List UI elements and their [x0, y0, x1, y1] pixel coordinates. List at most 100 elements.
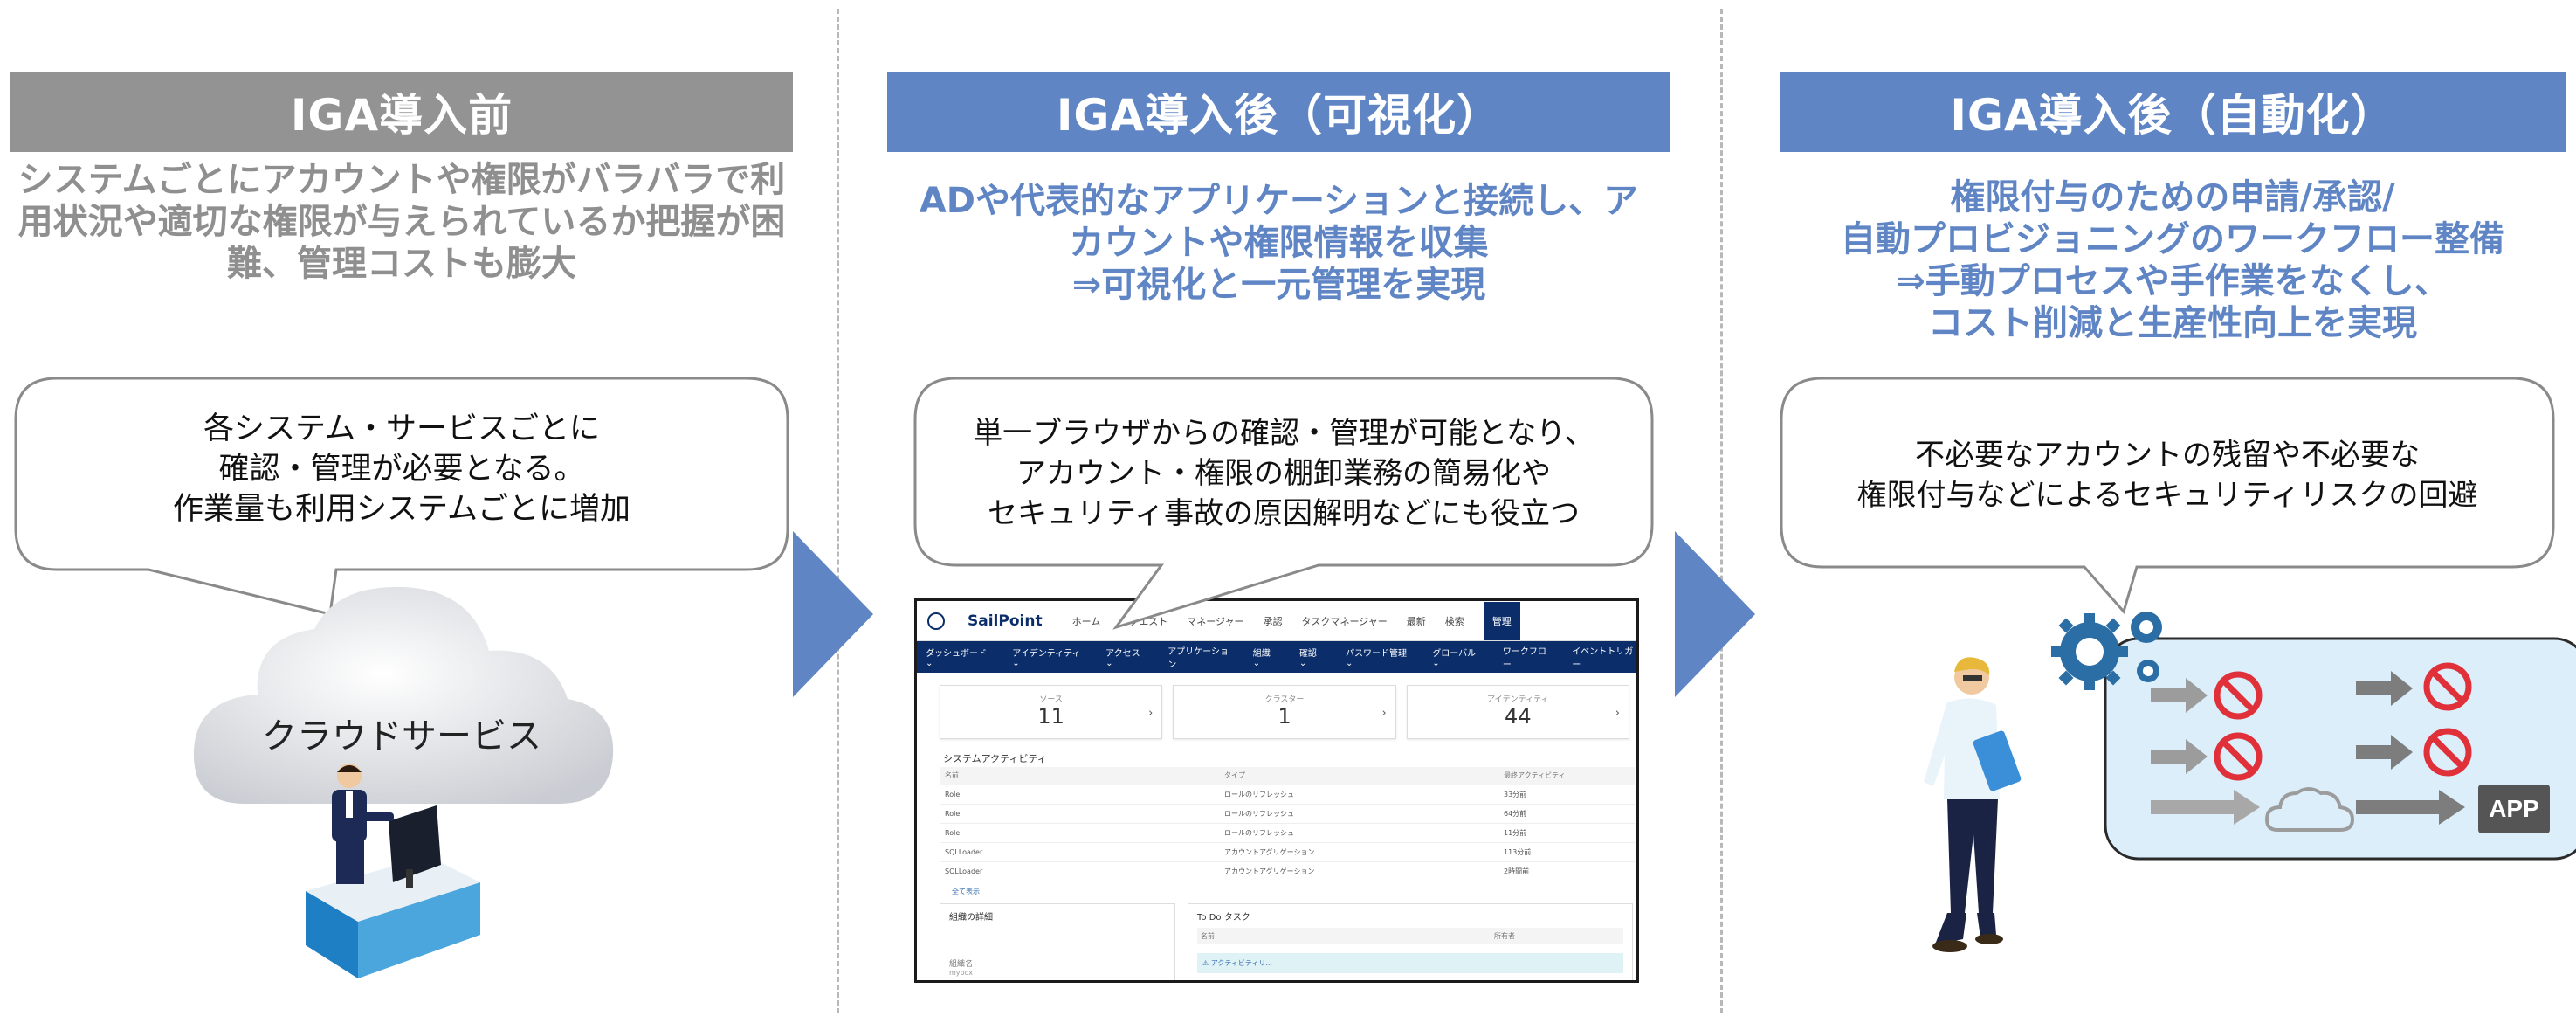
col2-description: ADや代表的なアプリケーションと接続し、ア カウントや権限情報を収集 ⇒可視化と… — [887, 180, 1670, 306]
col2-speech-bubble: 単一ブラウザからの確認・管理が可能となり、 アカウント・権限の棚卸業務の簡易化や… — [913, 376, 1655, 633]
table-cell: SQLLoader — [940, 842, 1219, 861]
todo-tasks-panel: To Do タスク 名前 所有者 ⚠ アクティビティリ... — [1188, 903, 1633, 984]
col1-bubble-line: 各システム・サービスごとに — [13, 409, 790, 449]
col3-desc-line: コスト削減と生産性向上を実現 — [1780, 302, 2566, 344]
show-all-link[interactable]: 全て表示 — [917, 881, 1636, 896]
table-row[interactable]: Role ロールのリフレッシュ 64分前 — [940, 804, 1635, 823]
col1-header: IGA導入前 — [10, 72, 793, 152]
table-cell: ロールのリフレッシュ — [1219, 785, 1498, 804]
table-cell: 113分前 — [1498, 842, 1635, 861]
col3-desc-line: 自動プロビジョニングのワークフロー整備 — [1780, 218, 2566, 260]
table-header-cell: タイプ — [1219, 767, 1498, 785]
todo-row[interactable]: ⚠ アクティビティリ... — [1197, 953, 1623, 973]
man-with-tablet-illustration — [1902, 651, 2050, 983]
stat-card-value: 11 — [940, 704, 1161, 729]
table-cell: Role — [940, 823, 1219, 842]
table-header-cell: 最終アクティビティ — [1498, 767, 1635, 785]
org-details-title: 組織の詳細 — [949, 909, 1166, 923]
col3-desc-line: 権限付与のための申請/承認/ — [1780, 176, 2566, 218]
table-cell: 11分前 — [1498, 823, 1635, 842]
table-row[interactable]: SQLLoader アカウントアグリゲーション 113分前 — [940, 842, 1635, 861]
stat-card-clusters[interactable]: クラスター 1 › — [1173, 685, 1395, 739]
nav-item[interactable]: ダッシュボード ⌄ — [926, 646, 991, 668]
col1-to-col2-arrow — [793, 531, 880, 697]
table-cell: 2時間前 — [1498, 861, 1635, 881]
nav-item[interactable]: アプリケーション — [1167, 644, 1232, 670]
stat-card-label: アイデンティティ — [1408, 693, 1629, 704]
gears-icon — [2050, 601, 2173, 697]
table-cell: SQLLoader — [940, 861, 1219, 881]
todo-table-header: 名前 所有者 — [1197, 928, 1623, 944]
col3-speech-bubble: 不必要なアカウントの残留や不必要な 権限付与などによるセキュリティリスクの回避 — [1779, 376, 2556, 620]
column-divider-right — [1720, 9, 1723, 1013]
col2-bubble-line: 単一ブラウザからの確認・管理が可能となり、 — [913, 413, 1655, 453]
col2-bubble-line: アカウント・権限の棚卸業務の簡易化や — [913, 453, 1655, 494]
system-activity-title: システムアクティビティ — [917, 746, 1636, 767]
stat-card-label: ソース — [940, 693, 1161, 704]
col1-bubble-line: 作業量も利用システムごとに増加 — [13, 489, 790, 529]
col2-desc-line: ADや代表的なアプリケーションと接続し、ア — [887, 180, 1670, 222]
desk-worker-icon — [297, 760, 489, 978]
table-cell: Role — [940, 785, 1219, 804]
table-cell: アカウントアグリゲーション — [1219, 861, 1498, 881]
stat-card-value: 1 — [1174, 704, 1395, 729]
org-name-value: mybox — [949, 969, 1166, 977]
nav-item[interactable]: 組織 ⌄ — [1253, 646, 1278, 668]
nav-item[interactable]: パスワード管理 ⌄ — [1346, 646, 1411, 668]
nav-item[interactable]: 確認 ⌄ — [1299, 646, 1325, 668]
bottom-panels: 組織の詳細 組織名 mybox To Do タスク 名前 所有者 ⚠ アクティビ… — [917, 896, 1636, 984]
org-name-label: 組織名 — [949, 957, 1166, 969]
table-header-cell: 名前 — [940, 767, 1219, 785]
table-cell: ロールのリフレッシュ — [1219, 823, 1498, 842]
office-worker-illustration — [297, 760, 489, 978]
col3-bubble-line: 権限付与などによるセキュリティリスクの回避 — [1779, 475, 2556, 515]
stat-cards: ソース 11 › クラスター 1 › アイデンティティ 44 › — [917, 673, 1636, 746]
col1-desc-line: 難、管理コストも膨大 — [10, 243, 793, 285]
nav-item[interactable]: アクセス ⌄ — [1105, 646, 1147, 668]
col1-desc-line: システムごとにアカウントや権限がバラバラで利 — [10, 159, 793, 201]
table-cell: ロールのリフレッシュ — [1219, 804, 1498, 823]
col2-desc-line: カウントや権限情報を収集 — [887, 222, 1670, 264]
stat-card-sources[interactable]: ソース 11 › — [940, 685, 1162, 739]
col1-description: システムごとにアカウントや権限がバラバラで利 用状況や適切な権限が与えられている… — [10, 159, 793, 285]
column-divider-left — [837, 9, 839, 1013]
system-activity-table: 名前 タイプ 最終アクティビティ Role ロールのリフレッシュ 33分前 Ro… — [940, 767, 1635, 881]
chevron-right-icon: › — [1148, 707, 1153, 720]
table-cell: アカウントアグリゲーション — [1219, 842, 1498, 861]
sailpoint-nav-bar: ダッシュボード ⌄ アイデンティティ ⌄ アクセス ⌄ アプリケーション 組織 … — [917, 641, 1636, 673]
nav-item[interactable]: イベントトリガー — [1572, 644, 1636, 670]
table-cell: 33分前 — [1498, 785, 1635, 804]
col2-desc-line: ⇒可視化と一元管理を実現 — [887, 264, 1670, 306]
col3-bubble-line: 不必要なアカウントの残留や不必要な — [1779, 435, 2556, 475]
todo-header-cell: 名前 — [1201, 931, 1215, 941]
col2-bubble-line: セキュリティ事故の原因解明などにも役立つ — [913, 494, 1655, 534]
col3-header: IGA導入後（自動化） — [1780, 72, 2566, 152]
table-cell: Role — [940, 804, 1219, 823]
col1-bubble-line: 確認・管理が必要となる。 — [13, 449, 790, 489]
stat-card-identities[interactable]: アイデンティティ 44 › — [1407, 685, 1629, 739]
table-row[interactable]: Role ロールのリフレッシュ 33分前 — [940, 785, 1635, 804]
nav-item[interactable]: アイデンティティ ⌄ — [1012, 646, 1085, 668]
col2-header: IGA導入後（可視化） — [887, 72, 1670, 152]
col3-desc-line: ⇒手動プロセスや手作業をなくし、 — [1780, 260, 2566, 302]
automation-panel: APP — [2103, 636, 2576, 881]
col2-to-col3-arrow — [1675, 531, 1762, 697]
todo-tasks-title: To Do タスク — [1197, 909, 1623, 923]
stat-card-label: クラスター — [1174, 693, 1395, 704]
chevron-right-icon: › — [1381, 707, 1386, 720]
stat-card-value: 44 — [1408, 704, 1629, 729]
app-label: APP — [2489, 795, 2539, 822]
nav-item[interactable]: ワークフロー — [1503, 644, 1551, 670]
chevron-right-icon: › — [1615, 707, 1620, 720]
table-header-row: 名前 タイプ 最終アクティビティ — [940, 767, 1635, 785]
col3-description: 権限付与のための申請/承認/ 自動プロビジョニングのワークフロー整備 ⇒手動プロ… — [1780, 176, 2566, 344]
table-row[interactable]: Role ロールのリフレッシュ 11分前 — [940, 823, 1635, 842]
table-cell: 64分前 — [1498, 804, 1635, 823]
sailpoint-screenshot: SailPoint ホーム リクエスト マネージャー 承認 タスクマネージャー … — [914, 598, 1639, 983]
table-row[interactable]: SQLLoader アカウントアグリゲーション 2時間前 — [940, 861, 1635, 881]
cloud-service-label: クラウドサービス — [183, 708, 620, 758]
nav-item[interactable]: グローバル ⌄ — [1432, 646, 1482, 668]
org-details-panel: 組織の詳細 組織名 mybox — [940, 903, 1175, 984]
col1-desc-line: 用状況や適切な権限が与えられているか把握が困 — [10, 201, 793, 243]
todo-header-cell: 所有者 — [1494, 931, 1515, 941]
